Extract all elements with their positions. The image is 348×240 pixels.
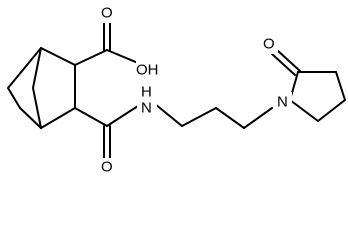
bond (335, 71, 346, 101)
bond (74, 107, 108, 127)
lactam-o-bg (260, 34, 278, 54)
bond (276, 49, 301, 72)
bond (40, 47, 76, 66)
bond (154, 103, 183, 127)
ring-n-label: N (277, 94, 288, 111)
amide-chain-bonds (74, 103, 273, 161)
lactam-o-label: O (263, 36, 275, 53)
ring-n-bg (274, 92, 292, 112)
bond (40, 107, 76, 129)
amide-o-bg (98, 158, 116, 177)
carboxylic-acid-bonds (74, 17, 139, 66)
bond (215, 107, 245, 129)
amide-n-label: N (141, 100, 152, 117)
bond (74, 49, 108, 66)
bond (181, 107, 217, 127)
atom-labels: O OH O H N O N (98, 3, 292, 177)
norbornane-bonds (7, 47, 76, 129)
amide-o-label: O (101, 159, 113, 176)
bond (19, 107, 42, 129)
bond (243, 107, 273, 129)
carboxyl-o-bg (98, 3, 116, 23)
bond (317, 99, 346, 122)
molecule-svg: O OH O H N O N (7, 3, 346, 177)
carboxyl-oh-bg (136, 60, 162, 80)
pyrrolidinone-bonds (271, 49, 346, 122)
bond (289, 99, 319, 122)
bond (106, 49, 139, 64)
molecule-structure: O OH O H N O N (7, 3, 346, 177)
bond (7, 87, 21, 109)
bond (271, 53, 296, 76)
carboxyl-oh-label: OH (136, 62, 159, 79)
amide-h-label: H (141, 84, 152, 101)
bond (32, 47, 42, 89)
bond (32, 87, 42, 129)
bond (106, 105, 139, 127)
carboxyl-o-label: O (101, 5, 113, 22)
bond (7, 47, 42, 89)
amide-n-bg (137, 83, 157, 119)
